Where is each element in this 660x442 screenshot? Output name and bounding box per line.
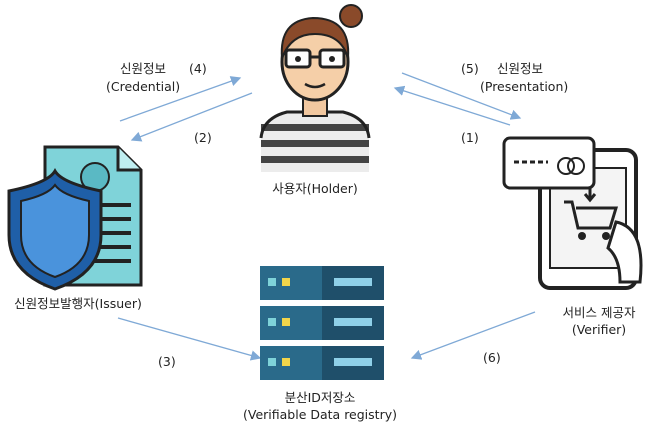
arrow-holder-to-issuer — [130, 92, 253, 142]
verifier-phone-shopping-icon — [502, 136, 643, 290]
presentation-label: 신원정보 — [497, 61, 544, 76]
credential-label-en: (Credential) — [106, 79, 181, 94]
issuer-label: 신원정보발행자(Issuer) — [14, 296, 142, 311]
verifier-label: 서비스 제공자 — [562, 305, 636, 320]
arrow-verifier-to-holder — [393, 85, 511, 126]
server-rack-icon — [260, 266, 384, 380]
credential-label: 신원정보 — [120, 61, 167, 76]
holder-person-icon — [259, 4, 371, 172]
verifier-label-en: (Verifier) — [571, 322, 627, 337]
step-3-label: (3) — [158, 354, 176, 369]
step-4-label: (4) — [189, 61, 207, 76]
step-6-label: (6) — [483, 350, 501, 365]
issuer-document-shield-icon — [7, 145, 143, 291]
arrow-holder-to-verifier — [401, 72, 522, 120]
step-1-label: (1) — [461, 130, 479, 145]
presentation-label-en: (Presentation) — [480, 79, 569, 94]
registry-label: 분산ID저장소 — [284, 390, 356, 405]
arrow-issuer-to-registry — [117, 317, 262, 361]
arrow-issuer-to-holder — [119, 76, 242, 122]
registry-label-en: (Verifiable Data registry) — [243, 407, 397, 422]
step-5-label: (5) — [461, 61, 479, 76]
step-2-label: (2) — [194, 130, 212, 145]
arrow-verifier-to-registry — [410, 311, 536, 360]
holder-label: 사용자(Holder) — [272, 181, 358, 196]
